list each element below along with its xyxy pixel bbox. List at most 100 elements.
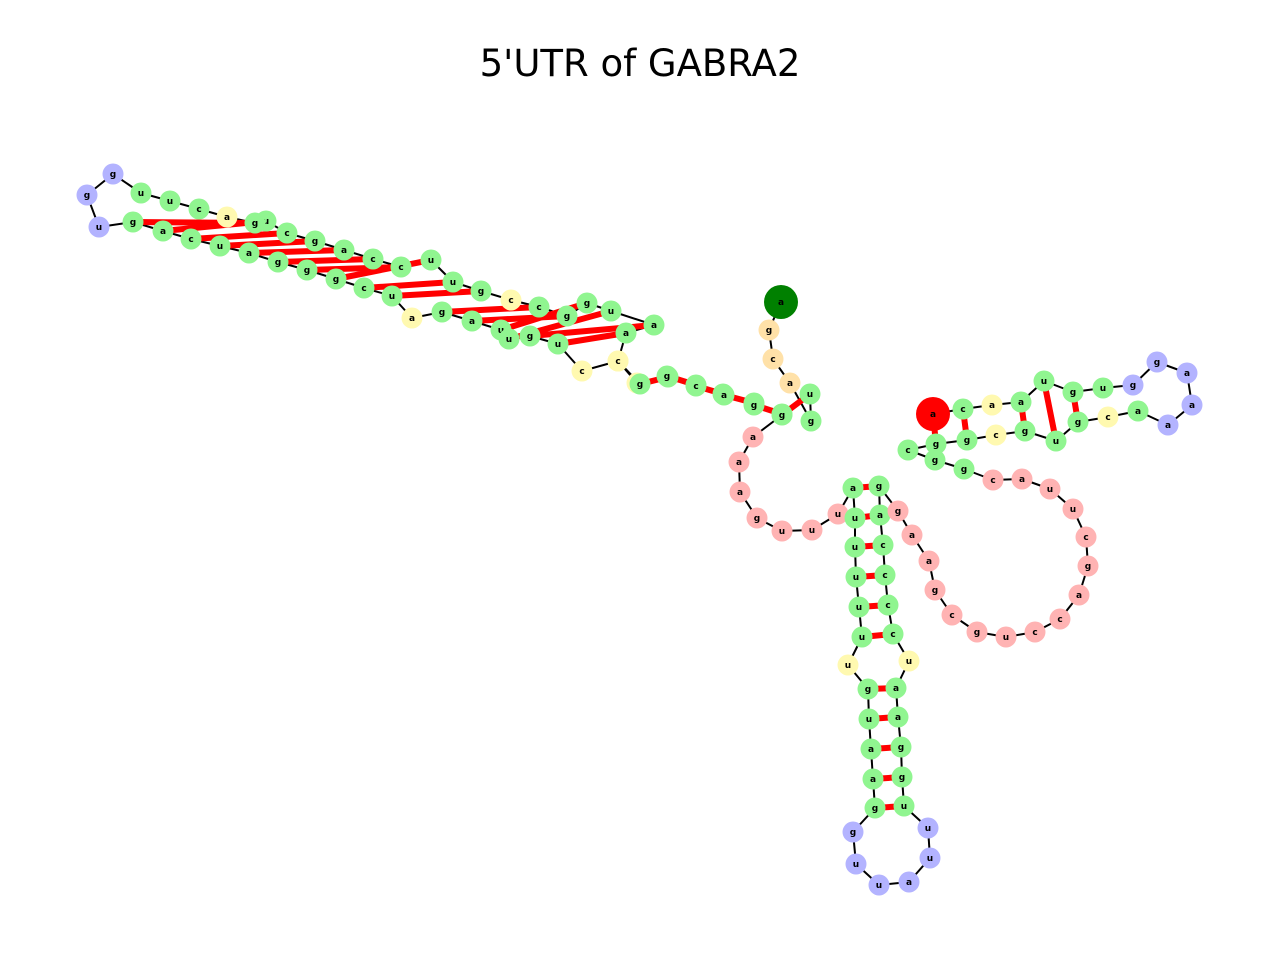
nucleotide-circle <box>88 216 110 238</box>
nucleotide-label: g <box>637 380 643 390</box>
nucleotide-circle <box>216 206 238 228</box>
nucleotide-node: u <box>893 795 915 817</box>
nucleotide-circle <box>401 307 423 329</box>
nucleotide-label: u <box>901 802 907 812</box>
nucleotide-node: a <box>1176 362 1198 384</box>
nucleotide-label: u <box>906 657 912 667</box>
base-pair-bond <box>557 330 627 347</box>
nucleotide-label: g <box>751 401 757 411</box>
nucleotide-node: c <box>872 534 894 556</box>
nucleotide-label: c <box>949 611 954 621</box>
nucleotide-circle <box>877 594 899 616</box>
nucleotide-label: a <box>1135 407 1141 417</box>
nucleotide-circle <box>188 198 210 220</box>
nucleotide-node: u <box>771 520 793 542</box>
nucleotide-label: c <box>196 205 201 215</box>
base-pair-bond <box>441 304 540 315</box>
base-pair-bond <box>248 247 345 256</box>
nucleotide-circle <box>868 874 890 896</box>
nucleotide-node: g <box>102 163 124 185</box>
nucleotide-node: u <box>130 182 152 204</box>
nucleotide-node: c <box>982 469 1004 491</box>
base-pair-bond <box>306 264 402 273</box>
nucleotide-node: g <box>1062 381 1084 403</box>
nucleotide-circle <box>891 766 913 788</box>
nucleotide-label: g <box>899 773 905 783</box>
nucleotide-circle <box>296 259 318 281</box>
nucleotide-node: u <box>209 235 231 257</box>
nucleotide-label: u <box>1041 377 1047 387</box>
nucleotide-label: g <box>110 170 116 180</box>
nucleotide-label: c <box>1032 628 1037 638</box>
nucleotide-label: u <box>138 189 144 199</box>
nucleotide-circle <box>864 797 886 819</box>
nucleotide-label: u <box>852 514 858 524</box>
nucleotide-circle <box>966 621 988 643</box>
nucleotide-circle <box>1176 362 1198 384</box>
nucleotide-circle <box>956 429 978 451</box>
nucleotide-label: c <box>905 446 910 456</box>
nucleotide-circle <box>130 182 152 204</box>
nucleotide-node: g <box>924 579 946 601</box>
nucleotide-node: g <box>771 404 793 426</box>
nucleotide-circle <box>844 507 866 529</box>
nucleotide-circle <box>743 394 765 416</box>
nucleotide-circle <box>858 708 880 730</box>
nucleotide-circle <box>528 296 550 318</box>
nucleotide-circle <box>845 853 867 875</box>
nucleotide-circle <box>981 394 1003 416</box>
nucleotide-circle <box>801 519 823 541</box>
nucleotide-label: a <box>1189 401 1195 411</box>
nucleotide-circle <box>1062 498 1084 520</box>
nucleotide-label: g <box>964 436 970 446</box>
base-pair-bond <box>471 313 568 324</box>
nucleotide-label: a <box>160 227 166 237</box>
nucleotide-node: g <box>296 259 318 281</box>
nucleotide-label: u <box>866 715 872 725</box>
nucleotide-circle <box>629 373 651 395</box>
nucleotide-circle <box>860 738 882 760</box>
nucleotide-node: g <box>890 736 912 758</box>
nucleotide-circle <box>925 433 947 455</box>
nucleotide-circle <box>713 384 735 406</box>
nucleotide-node: u <box>858 708 880 730</box>
nucleotide-label: c <box>960 405 965 415</box>
nucleotide-circle <box>238 242 260 264</box>
nucleotide-label: a <box>409 314 415 324</box>
nucleotide-label: g <box>865 685 871 695</box>
nucleotide-label: g <box>130 218 136 228</box>
nucleotide-circle <box>924 579 946 601</box>
nucleotide-circle <box>461 310 483 332</box>
nucleotide-node: a <box>216 206 238 228</box>
base-pair-bond <box>363 279 454 291</box>
nucleotide-node: a <box>615 322 637 344</box>
nucleotide-circle <box>924 449 946 471</box>
nucleotide-label: g <box>932 456 938 466</box>
nucleotide-label: u <box>1100 384 1106 394</box>
nucleotide-node: u <box>827 503 849 525</box>
nucleotide-node: c <box>685 375 707 397</box>
nucleotide-label: u <box>853 860 859 870</box>
nucleotide-node: u <box>1033 370 1055 392</box>
nucleotide-layer: agcaguccgaaccaauggccguuccagcugacuuggugac… <box>76 163 1203 896</box>
nucleotide-circle <box>1033 370 1055 392</box>
nucleotide-node: a <box>862 768 884 790</box>
nucleotide-label: g <box>564 312 570 322</box>
nucleotide-node: a <box>1010 391 1032 413</box>
nucleotide-circle <box>420 249 442 271</box>
nucleotide-circle <box>1014 420 1036 442</box>
nucleotide-label: a <box>246 249 252 259</box>
nucleotide-node: g <box>924 449 946 471</box>
nucleotide-circle <box>874 564 896 586</box>
nucleotide-circle <box>953 458 975 480</box>
nucleotide-label: g <box>779 411 785 421</box>
nucleotide-circle <box>600 300 622 322</box>
nucleotide-label: c <box>1083 533 1088 543</box>
nucleotide-node: a <box>869 504 891 526</box>
nucleotide-circle <box>1011 468 1033 490</box>
nucleotide-label: a <box>1018 398 1024 408</box>
nucleotide-node: a <box>860 738 882 760</box>
nucleotide-label: u <box>856 603 862 613</box>
nucleotide-label: c <box>1105 413 1110 423</box>
nucleotide-circle <box>102 163 124 185</box>
